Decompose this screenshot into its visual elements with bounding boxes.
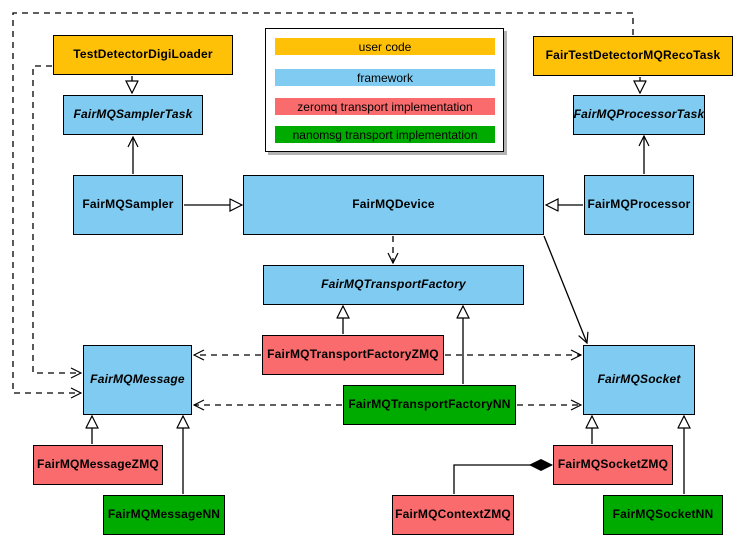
legend-item-zeromq: zeromq transport implementation	[275, 98, 495, 115]
node-fairmqsocket: FairMQSocket	[583, 345, 695, 415]
node-fairmqtransportfactory: FairMQTransportFactory	[263, 265, 524, 305]
node-fairmqsocketnn: FairMQSocketNN	[603, 495, 723, 535]
legend-item-framework: framework	[275, 69, 495, 86]
node-fairmqtransportfactorynn: FairMQTransportFactoryNN	[343, 385, 516, 425]
edge-contextzmq-composed-socketzmq	[453, 465, 552, 494]
node-fairmqmessage: FairMQMessage	[83, 345, 192, 415]
node-fairmqsampler: FairMQSampler	[73, 175, 183, 235]
node-fairmqmessagezmq: FairMQMessageZMQ	[33, 445, 163, 485]
node-fairmqtransportfactoryzmq: FairMQTransportFactoryZMQ	[262, 335, 444, 375]
node-fairmqdevice: FairMQDevice	[243, 175, 544, 235]
legend-item-user-code: user code	[275, 38, 495, 55]
node-fairmqsamplertask: FairMQSamplerTask	[63, 95, 203, 135]
node-fairmqmessagenn: FairMQMessageNN	[103, 495, 225, 535]
legend: user code framework zeromq transport imp…	[265, 28, 504, 152]
node-fairmqprocessor: FairMQProcessor	[584, 175, 694, 235]
node-fairmqprocessortask: FairMQProcessorTask	[573, 95, 705, 135]
node-testdetectordigiloader: TestDetectorDigiLoader	[53, 35, 233, 75]
node-fairtestdetectormqrecotask: FairTestDetectorMQRecoTask	[533, 36, 733, 76]
edge-device-uses-socket	[543, 235, 587, 343]
legend-item-nanomsg: nanomsg transport implementation	[275, 126, 495, 143]
node-fairmqcontextzmq: FairMQContextZMQ	[392, 495, 514, 535]
edge-recotask-depends-msg	[12, 12, 634, 393]
node-fairmqsocketzmq: FairMQSocketZMQ	[553, 445, 673, 485]
